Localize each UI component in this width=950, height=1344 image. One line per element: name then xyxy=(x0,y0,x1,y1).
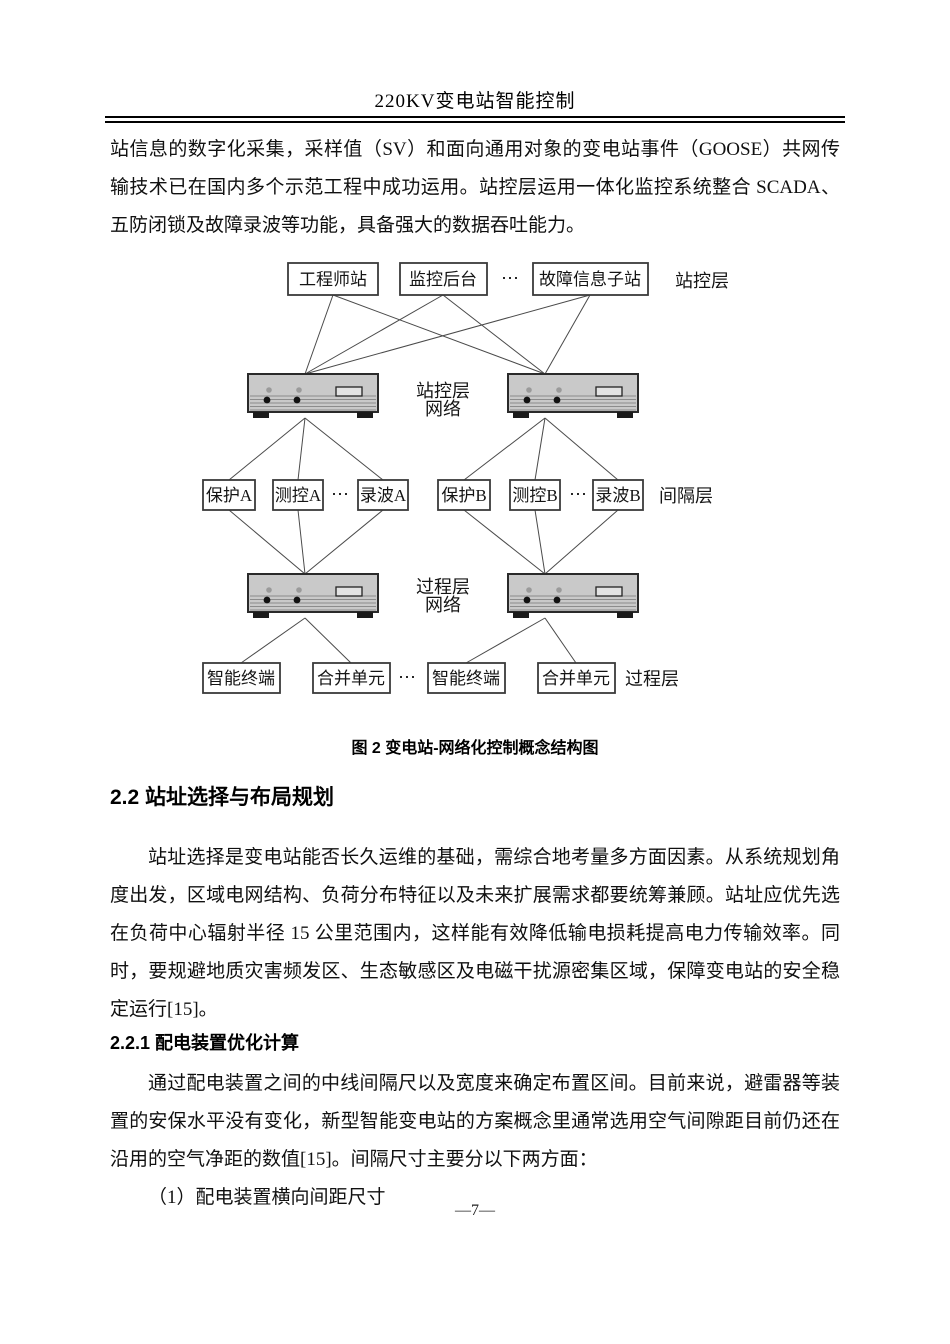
page-header-title: 220KV变电站智能控制 xyxy=(374,91,576,112)
node-protection-b xyxy=(437,479,491,511)
paragraph-3: 通过配电装置之间的中线间隔尺以及宽度来确定布置区间。目前来说，避雷器等装置的安保… xyxy=(110,1073,840,1170)
node-fault-info-substation xyxy=(532,262,649,296)
node-measure-b-label: 测控B xyxy=(512,486,557,505)
paragraph-2: 站址选择是变电站能否长久运维的基础，需综合地考量多方面因素。从系统规划角度出发，… xyxy=(110,847,840,1020)
node-measure-b xyxy=(509,479,561,511)
switch-process-a xyxy=(247,573,379,619)
node-smart-terminal-2-label: 智能终端 xyxy=(432,669,500,688)
node-smart-terminal-1-label: 智能终端 xyxy=(207,669,275,688)
process-layer-label: 过程层 xyxy=(625,669,679,689)
node-protection-a xyxy=(202,479,256,511)
ellipsis-station-row: ⋯ xyxy=(501,268,519,288)
node-merging-unit-1-label: 合并单元 xyxy=(317,669,385,688)
node-protection-b-label: 保护B xyxy=(441,486,486,505)
node-engineer-station xyxy=(287,262,379,296)
process-network-label-line1: 过程层 xyxy=(416,577,470,597)
paragraph-1: 站信息的数字化采集，采样值（SV）和面向通用对象的变电站事件（GOOSE）共网传… xyxy=(110,139,840,236)
ellipsis-bay-row-a: ⋯ xyxy=(331,484,349,504)
node-smart-terminal-1 xyxy=(202,662,281,694)
node-record-a xyxy=(357,479,409,511)
node-merging-unit-2 xyxy=(537,662,616,694)
station-network-label-line1: 站控层 xyxy=(416,381,470,401)
header-double-rule xyxy=(105,116,845,123)
station-layer-label: 站控层 xyxy=(675,271,729,291)
node-record-b-label: 录波B xyxy=(595,486,640,505)
ellipsis-process-row: ⋯ xyxy=(398,667,416,687)
switch-process-b xyxy=(507,573,639,619)
connector-lines xyxy=(228,294,619,664)
process-network-label-line2: 网络 xyxy=(425,595,461,615)
figure-diagram: 工程师站 监控后台 ⋯ 故障信息子站 站控层 站控层 网络 保护A 测控A ⋯ … xyxy=(202,262,729,694)
node-merging-unit-1 xyxy=(312,662,391,694)
bay-layer-label: 间隔层 xyxy=(659,486,713,506)
node-merging-unit-2-label: 合并单元 xyxy=(542,669,610,688)
section-heading-2-2: 2.2 站址选择与布局规划 xyxy=(110,786,335,809)
station-network-label-line2: 网络 xyxy=(425,399,461,419)
figure-caption: 图 2 变电站-网络化控制概念结构图 xyxy=(351,740,599,757)
node-fault-info-substation-label: 故障信息子站 xyxy=(539,270,641,289)
switch-station-b xyxy=(507,373,639,419)
node-smart-terminal-2 xyxy=(427,662,506,694)
node-monitor-backend-label: 监控后台 xyxy=(409,270,477,289)
node-engineer-station-label: 工程师站 xyxy=(299,270,367,289)
node-record-a-label: 录波A xyxy=(360,486,407,505)
node-record-b xyxy=(592,479,644,511)
node-measure-a-label: 测控A xyxy=(275,486,322,505)
switch-station-a xyxy=(247,373,379,419)
ellipsis-bay-row-b: ⋯ xyxy=(569,484,587,504)
page-number: —7— xyxy=(455,1202,495,1219)
node-measure-a xyxy=(272,479,324,511)
node-protection-a-label: 保护A xyxy=(206,486,253,505)
node-monitor-backend xyxy=(399,262,488,296)
subsection-heading-2-2-1: 2.2.1 配电装置优化计算 xyxy=(110,1033,300,1053)
list-item-1: （1）配电装置横向间距尺寸 xyxy=(148,1187,386,1208)
